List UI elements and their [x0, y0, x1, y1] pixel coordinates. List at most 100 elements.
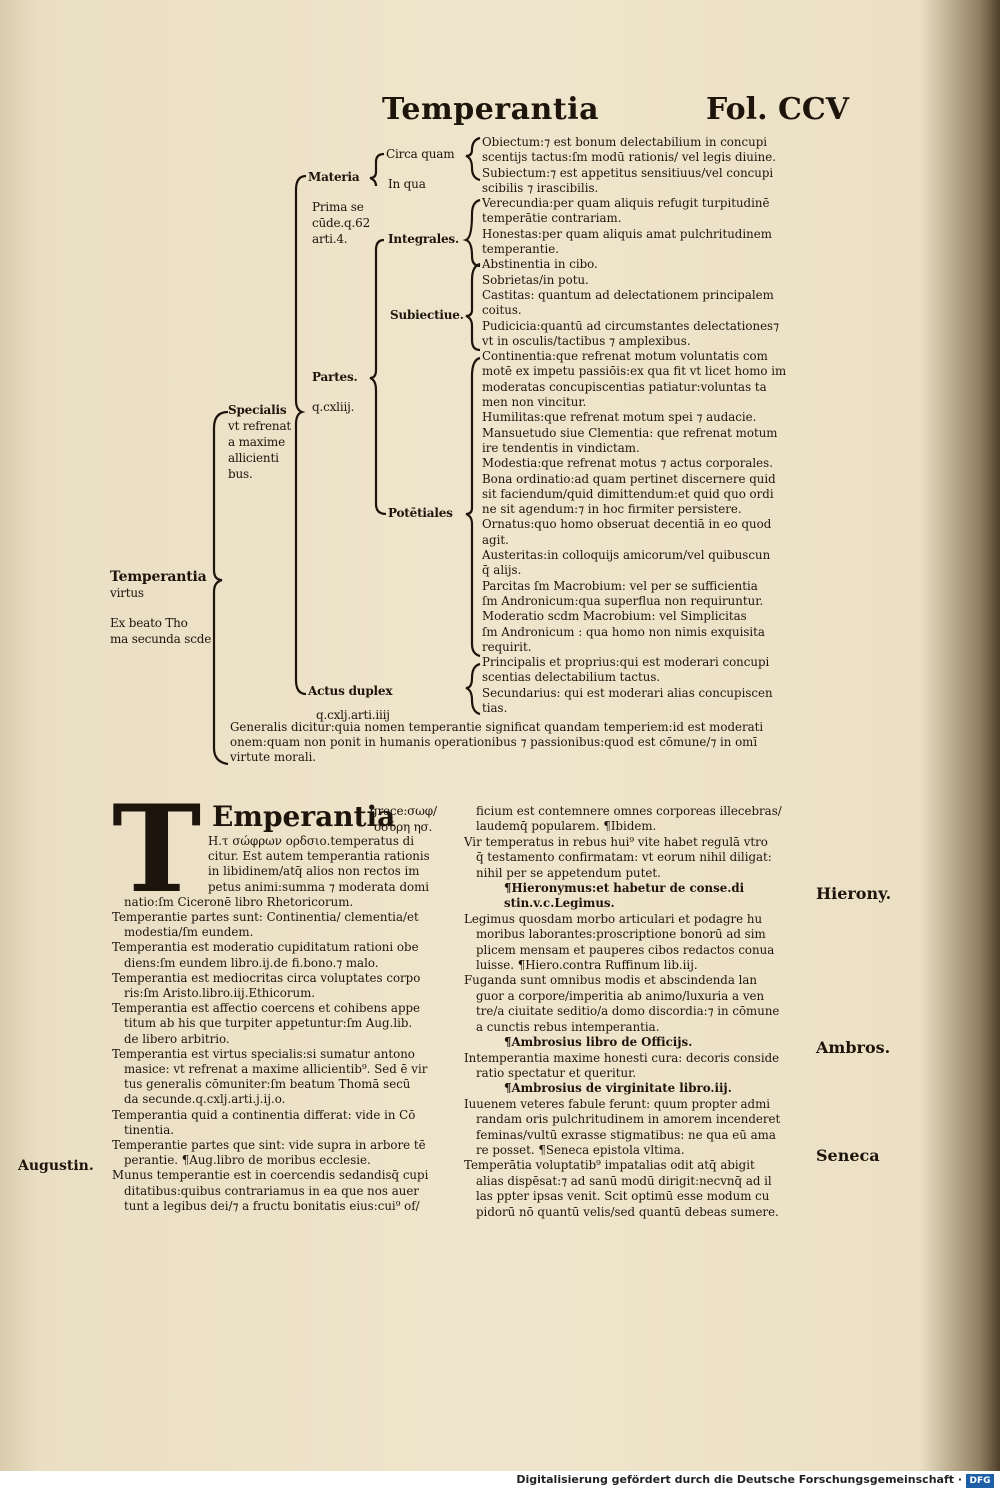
body-line: Intemperantia maxime honesti cura: decor…: [464, 1050, 780, 1065]
margin-note-hieronymus: Hierony.: [816, 884, 892, 903]
digitization-footer: Digitalisierung gefördert durch die Deut…: [0, 1471, 1000, 1491]
definition-line: Ornatus:quo homo obseruat decentiā in eo…: [482, 517, 772, 532]
rubric-line: ¶Ambrosius libro de Officijs.: [504, 1035, 693, 1050]
tree-prima-1: Prima se: [312, 200, 364, 214]
generalis-line: onem:quam non ponit in humanis operation…: [230, 735, 758, 750]
body-line: tre/a ciuitate seditio/a domo discordia:…: [476, 1004, 780, 1019]
tree-prima-3: arti.4.: [312, 232, 348, 246]
body-line: q̄ testamento confirmatam: vt eorum nihi…: [476, 850, 772, 865]
greek-1: grece:σωφ/: [370, 804, 437, 818]
body-line: citur. Est autem temperantia rationis: [208, 849, 430, 864]
body-line: masice: vt refrenat a maxime allicientib…: [124, 1062, 428, 1077]
definition-line: scentijs tactus:ſm modū rationis/ vel le…: [482, 150, 776, 165]
tree-definitions: Obiectum:⁊ est bonum delectabilium in co…: [482, 135, 812, 716]
body-right-column: ficium est contemnere omnes corporeas il…: [464, 804, 812, 1220]
definition-line: Parcitas ſm Macrobium: vel per se suffic…: [482, 578, 758, 593]
tree-in-qua: In qua: [388, 177, 426, 191]
body-line: in libidinem/atq̄ alios non rectos im: [208, 864, 420, 879]
definition-line: scibilis ⁊ irascibilis.: [482, 180, 599, 195]
definition-line: Continentia:que refrenat motum voluntati…: [482, 349, 768, 364]
definition-line: requirit.: [482, 639, 532, 654]
rubric-line: ¶Hieronymus:et habetur de conse.di: [504, 881, 745, 896]
body-line: modestia/ſm eundem.: [124, 925, 254, 940]
generalis-line: Generalis dicitur:quia nomen temperantie…: [230, 720, 764, 734]
definition-line: Modestia:que refrenat motus ⁊ actus corp…: [482, 456, 773, 471]
body-line: Temperantia est affectio coercens et coh…: [112, 1001, 421, 1016]
tree-specialis-3: a maxime: [228, 435, 285, 449]
tree-partes: Partes.: [312, 370, 358, 384]
tree-root-line2: virtus: [110, 586, 144, 600]
definition-line: Humilitas:que refrenat motum spei ⁊ auda…: [482, 410, 757, 425]
body-line: natio:ſm Ciceronē libro Rhetoricorum.: [124, 894, 354, 909]
margin-note-seneca: Seneca: [816, 1146, 880, 1165]
body-line: petus animi:summa ⁊ moderata domi: [208, 879, 430, 894]
tree-actus-ref: q.cxlj.arti.iiij: [316, 708, 390, 722]
generalis-line: virtute morali.: [230, 750, 317, 765]
body-line: Temperantia est virtus specialis:si suma…: [112, 1046, 415, 1061]
definition-line: temperātie contrariam.: [482, 211, 622, 226]
tree-subiectiue: Subiectiue.: [390, 308, 464, 322]
tree-root-line1: Temperantia: [110, 569, 207, 585]
definition-line: Austeritas:in colloquijs amicorum/vel qu…: [482, 548, 771, 563]
definition-line: ſm Andronicum : qua homo non nimis exqui…: [482, 624, 765, 639]
definition-line: Honestas:per quam aliquis amat pulchritu…: [482, 226, 772, 241]
rubric-line: stin.v.c.Legimus.: [504, 896, 615, 911]
definition-line: Verecundia:per quam aliquis refugit turp…: [482, 196, 770, 211]
body-line: luisse. ¶Hiero.contra Ruffinum lib.iij.: [476, 958, 698, 973]
definition-line: Subiectum:⁊ est appetitus sensitiuus/vel…: [482, 165, 774, 180]
body-line: Temperantia quid a continentia differat:…: [112, 1107, 416, 1122]
footer-text: Digitalisierung gefördert durch die Deut…: [516, 1473, 962, 1486]
definition-line: Principalis et proprius:qui est moderari…: [482, 655, 770, 670]
dfg-logo[interactable]: DFG: [966, 1474, 994, 1488]
definition-line: Bona ordinatio:ad quam pertinet discerne…: [482, 471, 776, 486]
greek-2: οσύρη ησ.: [374, 820, 433, 834]
tree-root-line3: Ex beato Tho: [110, 616, 188, 630]
running-title: Temperantia: [382, 92, 600, 127]
definition-line: ne sit agendum:⁊ in hoc firmiter persist…: [482, 502, 742, 517]
tree-brackets: [212, 136, 481, 766]
body-line: re posset. ¶Seneca epistola vltima.: [476, 1142, 685, 1157]
tree-circa-quam: Circa quam: [386, 147, 455, 161]
definition-line: sit faciendum/quid dimittendum:et quid q…: [482, 486, 774, 501]
body-line: Legimus quosdam morbo articulari et poda…: [464, 911, 763, 926]
folio-number: Fol. CCV: [706, 92, 849, 127]
tree-specialis-4: allicienti: [228, 451, 279, 465]
decorated-initial: T: [112, 779, 202, 920]
tree-integrales: Integrales.: [388, 232, 459, 246]
body-line: pidorū nō quantū velis/sed quantū debeas…: [476, 1204, 779, 1219]
body-line: alias dispēsat:⁊ ad sanū modū dirigit:ne…: [476, 1173, 772, 1188]
rubric-line: ¶Ambrosius de virginitate libro.iij.: [504, 1081, 732, 1096]
body-line: randam oris pulchritudinem in amorem inc…: [476, 1112, 781, 1127]
definition-line: ſm Andronicum:qua superflua non requirun…: [482, 593, 764, 608]
definition-line: Mansuetudo siue Clementia: que refrenat …: [482, 425, 778, 440]
body-heading: Emperantia: [212, 800, 396, 833]
definition-line: Sobrietas/in potu.: [482, 272, 589, 287]
body-line: ditatibus:quibus contrariamus in ea que …: [124, 1183, 419, 1198]
body-line: Vir temperatus in rebus hui⁹ vite habet …: [464, 834, 768, 849]
definition-line: temperantie.: [482, 242, 559, 257]
body-line: tunt a legibus dei/⁊ a fructu bonitatis …: [124, 1198, 420, 1213]
definition-line: agit.: [482, 532, 509, 547]
definition-line: scentias delectabilium tactus.: [482, 670, 661, 685]
body-line: nihil per se appetendum putet.: [476, 865, 661, 880]
body-line: ratio spectatur et queritur.: [476, 1065, 637, 1080]
body-line: Temperantie partes que sint: vide supra …: [112, 1138, 426, 1153]
definition-line: men non vincitur.: [482, 395, 587, 410]
body-line: perantie. ¶Aug.libro de moribus ecclesie…: [124, 1153, 371, 1168]
margin-note-ambrosius: Ambros.: [816, 1038, 891, 1057]
definition-line: Moderatio scdm Macrobium: vel Simplicita…: [482, 609, 747, 624]
body-line: Temperantie partes sunt: Continentia/ cl…: [112, 910, 419, 925]
tree-potentiales: Potētiales: [388, 506, 453, 520]
body-line: moribus laborantes:proscriptione bonorū …: [476, 927, 766, 942]
definition-line: Secundarius: qui est moderari alias conc…: [482, 685, 773, 700]
body-line: de libero arbitrio.: [124, 1031, 230, 1046]
tree-materia: Materia: [308, 170, 360, 184]
body-line: Temperātia voluptatib⁹ impatalias odit a…: [464, 1158, 755, 1173]
definition-line: motē ex impetu passiōis:ex qua fit vt li…: [482, 364, 787, 379]
tree-partes-ref: q.cxliij.: [312, 400, 355, 414]
definition-line: Obiectum:⁊ est bonum delectabilium in co…: [482, 135, 768, 149]
definition-line: tias.: [482, 700, 508, 715]
body-line: tinentia.: [124, 1122, 174, 1137]
body-line: ris:ſm Aristo.libro.iij.Ethicorum.: [124, 986, 316, 1001]
body-line: laudemq̄ popularem. ¶Ibidem.: [476, 819, 657, 834]
